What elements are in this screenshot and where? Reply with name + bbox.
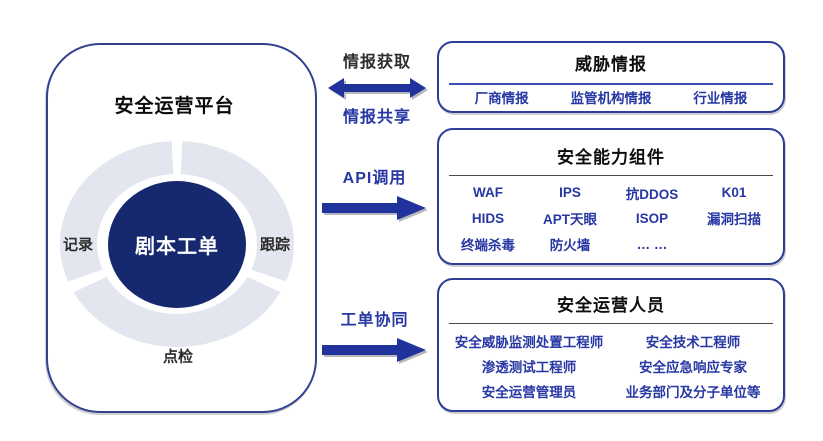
flow-api-label: API调用 <box>342 170 407 187</box>
flow-intel-acquire-label: 情报获取 <box>342 54 411 71</box>
lifecycle-ring: 剧本工单 <box>60 141 294 347</box>
ring-label-track: 跟踪 <box>259 236 291 254</box>
list-item: WAF <box>473 185 503 201</box>
ring-label-check: 点检 <box>162 348 194 366</box>
bidirectional-arrow-icon <box>328 78 426 98</box>
security-components-box: 安全能力组件 WAF IPS 抗DDOS K01 HIDS APT天眼 ISOP… <box>437 128 785 265</box>
divider <box>449 175 773 176</box>
security-components-items: WAF IPS 抗DDOS K01 HIDS APT天眼 ISOP 漏洞扫描 终… <box>439 176 783 263</box>
flow-ticket-label: 工单协同 <box>340 312 409 329</box>
list-item: 安全技术工程师 <box>645 334 741 350</box>
list-item: 漏洞扫描 <box>707 212 761 228</box>
right-arrow-icon <box>322 338 426 362</box>
security-operations-platform-panel: 安全运营平台 剧本工单 记录 跟踪 点检 <box>46 43 317 413</box>
list-item: 业务部门及分子单位等 <box>625 385 761 401</box>
list-item: 防火墙 <box>549 238 591 254</box>
list-item: HIDS <box>471 210 505 226</box>
list-item: APT天眼 <box>543 212 597 228</box>
playbook-ticket-core: 剧本工单 <box>108 181 246 308</box>
security-personnel-box: 安全运营人员 安全威胁监测处置工程师 安全技术工程师 渗透测试工程师 安全应急响… <box>437 278 785 412</box>
security-personnel-items: 安全威胁监测处置工程师 安全技术工程师 渗透测试工程师 安全应急响应专家 安全运… <box>439 324 783 410</box>
list-item: 安全威胁监测处置工程师 <box>454 334 604 350</box>
flow-intel-share-label: 情报共享 <box>342 109 411 126</box>
divider <box>449 83 773 85</box>
security-personnel-title: 安全运营人员 <box>557 296 665 315</box>
flow-api-call: API调用 <box>322 164 427 222</box>
right-arrow-icon <box>322 196 426 220</box>
core-label: 剧本工单 <box>135 236 219 258</box>
platform-title: 安全运营平台 <box>114 96 235 117</box>
list-item: 安全应急响应专家 <box>639 359 747 375</box>
flow-intelligence: 情报获取 情报共享 <box>327 48 427 127</box>
list-item: 行业情报 <box>693 91 748 106</box>
flow-ticket-collab: 工单协同 <box>322 306 427 364</box>
threat-intelligence-title: 威胁情报 <box>575 55 647 74</box>
ring-label-record: 记录 <box>62 236 94 254</box>
list-item: 安全运营管理员 <box>481 385 577 401</box>
list-item: K01 <box>721 185 747 201</box>
list-item: IPS <box>559 185 581 201</box>
list-item: 监管机构情报 <box>570 91 652 106</box>
threat-intelligence-items: 厂商情报 监管机构情报 行业情报 <box>439 85 783 113</box>
list-item: 抗DDOS <box>625 186 679 202</box>
security-components-title: 安全能力组件 <box>557 148 665 167</box>
list-item: 渗透测试工程师 <box>481 359 577 375</box>
list-item: ISOP <box>635 210 669 226</box>
list-item: … … <box>636 236 668 252</box>
list-item: 终端杀毒 <box>461 238 515 254</box>
divider <box>449 323 773 324</box>
list-item: 厂商情报 <box>474 91 529 106</box>
threat-intelligence-box: 威胁情报 厂商情报 监管机构情报 行业情报 <box>437 41 785 113</box>
